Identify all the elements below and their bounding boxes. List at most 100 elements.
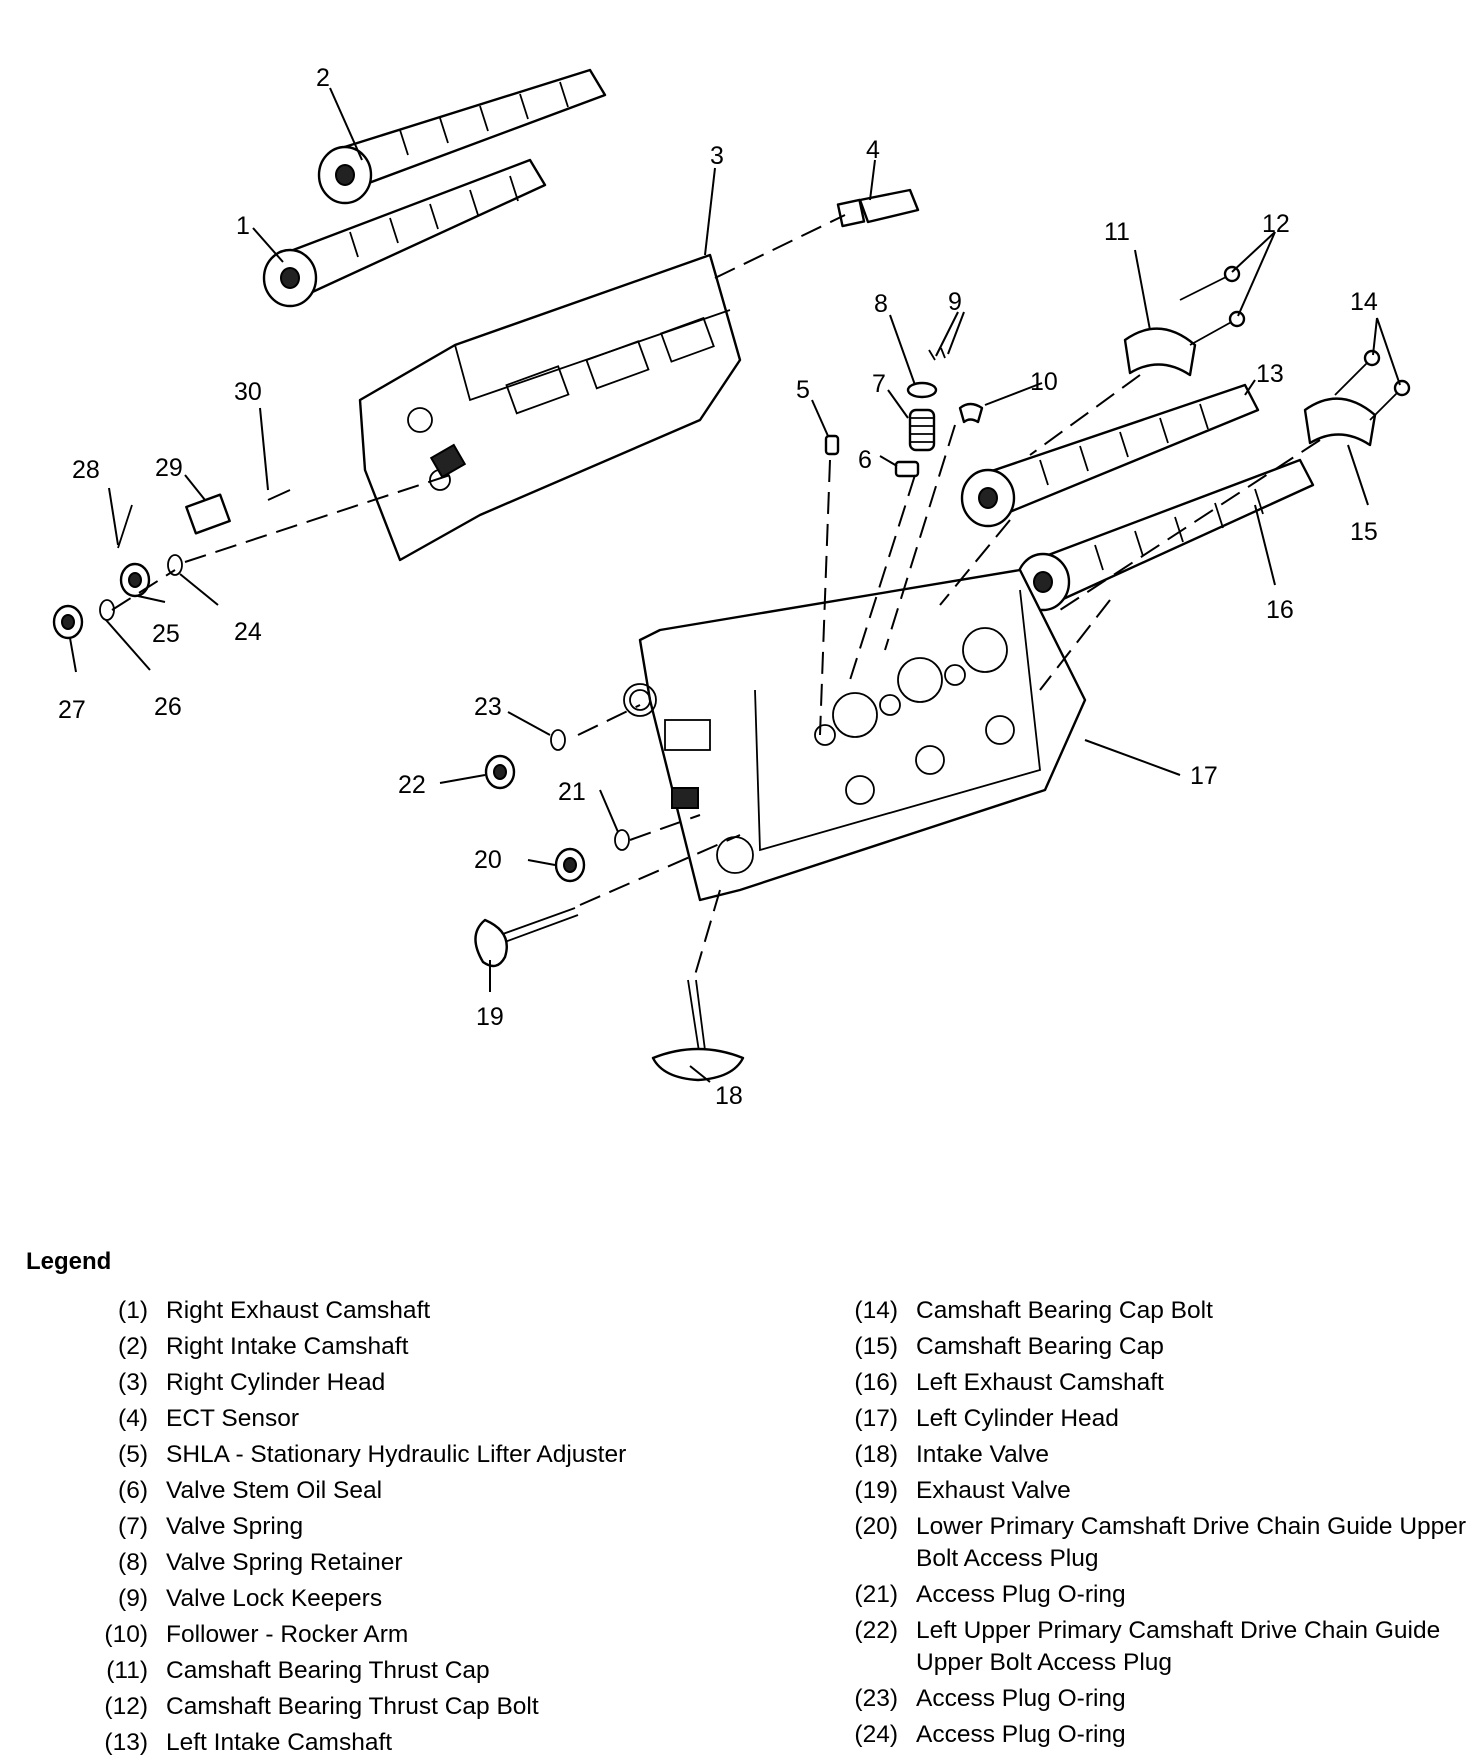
- legend-item-number: (6): [118, 1477, 148, 1504]
- callout-28: 28: [72, 456, 100, 484]
- callout-15: 15: [1350, 518, 1378, 546]
- legend-item-label: Camshaft Bearing Thrust Cap Bolt: [166, 1693, 539, 1720]
- legend-item-number: (15): [854, 1333, 898, 1360]
- callout-17: 17: [1190, 762, 1218, 790]
- legend-item: (22) Left Upper Primary Camshaft Drive Ch…: [820, 1615, 1470, 1679]
- callout-2: 2: [316, 64, 330, 92]
- legend-item: (2)Right Intake Camshaft: [70, 1331, 770, 1363]
- legend-column-right: (14) Camshaft Bearing Cap Bolt (15) Camsha…: [820, 1295, 1470, 1755]
- callout-1: 1: [236, 212, 250, 240]
- camshaft-bearing-thrust-cap: [1123, 327, 1197, 377]
- legend-item-label: Access Plug O-ring: [916, 1685, 1126, 1712]
- legend-column-left: (1) Right Exhaust Camshaft (2)Right Intak…: [70, 1295, 770, 1763]
- legend-item-number: (22): [854, 1617, 898, 1644]
- legend-item-number: (13): [104, 1729, 148, 1756]
- legend-item-label: Camshaft Bearing Cap: [916, 1333, 1164, 1360]
- legend-item: (20)Lower Primary Camshaft Drive Chain G…: [820, 1511, 1470, 1575]
- callout-11: 11: [1104, 218, 1130, 246]
- callout-12: 12: [1262, 210, 1290, 238]
- right-head-hardware: [117, 489, 291, 549]
- left-intake-camshaft: [960, 383, 1260, 528]
- legend-item: (13) Left Intake Camshaft: [70, 1727, 770, 1759]
- legend-item: (14) Camshaft Bearing Cap Bolt: [820, 1295, 1470, 1327]
- callout-25: 25: [152, 620, 180, 648]
- access-plugs: [52, 562, 586, 883]
- legend-item-number: (3): [118, 1369, 148, 1396]
- legend-item: (18) Intake Valve: [820, 1439, 1470, 1471]
- legend-item-number: (23): [854, 1685, 898, 1712]
- legend-item: (9) Valve Lock Keepers: [70, 1583, 770, 1615]
- legend-item-number: (11): [106, 1657, 148, 1684]
- legend-item-number: (16): [854, 1369, 898, 1396]
- callout-13: 13: [1256, 360, 1284, 388]
- legend-item-label: Camshaft Bearing Cap Bolt: [916, 1297, 1213, 1324]
- legend-item-number: (14): [854, 1297, 898, 1324]
- exhaust-valve: [474, 907, 579, 968]
- legend-item-number: (20): [854, 1513, 898, 1540]
- ect-sensor: [836, 188, 920, 228]
- legend-item-number: (19): [854, 1477, 898, 1504]
- legend-item-label: Left Intake Camshaft: [166, 1729, 393, 1756]
- legend-item: (1) Right Exhaust Camshaft: [70, 1295, 770, 1327]
- callout-26: 26: [154, 693, 182, 721]
- legend-item-number: (10): [104, 1621, 148, 1648]
- callout-18: 18: [715, 1082, 743, 1110]
- legend-item-label: Left Exhaust Camshaft: [916, 1369, 1164, 1396]
- legend-item-label: Right Cylinder Head: [166, 1369, 386, 1396]
- legend-item-label: Left Cylinder Head: [916, 1405, 1119, 1432]
- legend-item-number: (17): [854, 1405, 898, 1432]
- callout-4: 4: [866, 136, 880, 164]
- legend-item: (7) Valve Spring: [70, 1511, 770, 1543]
- legend-item-label: Exhaust Valve: [916, 1477, 1071, 1504]
- legend-item: (17) Left Cylinder Head: [820, 1403, 1470, 1435]
- legend-item-label: ECT Sensor: [166, 1405, 299, 1432]
- callout-6: 6: [858, 446, 872, 474]
- legend-item-number: (9): [118, 1585, 148, 1612]
- legend-item-label: Right Exhaust Camshaft: [166, 1297, 431, 1324]
- callout-9: 9: [948, 288, 962, 316]
- legend-item: (23) Access Plug O-ring: [820, 1683, 1470, 1715]
- legend-item: (5)SHLA - Stationary Hydraulic Lifter Ad…: [70, 1439, 770, 1471]
- callout-19: 19: [476, 1003, 504, 1031]
- callout-5: 5: [796, 376, 810, 404]
- callout-10: 10: [1030, 368, 1058, 396]
- right-exhaust-camshaft: [262, 158, 547, 308]
- legend-title: Legend: [26, 1248, 112, 1275]
- callout-14: 14: [1350, 288, 1378, 316]
- legend-item: (8)Valve Spring Retainer: [70, 1547, 770, 1579]
- callout-30: 30: [234, 378, 262, 406]
- callout-numbers: 1 2 3 4 5 6 7 8 9 10 11 12 13 14 15 16 1…: [58, 64, 1378, 1110]
- left-cylinder-head: [623, 568, 1087, 902]
- callout-16: 16: [1266, 596, 1294, 624]
- legend-item: (4)ECT Sensor: [70, 1403, 770, 1435]
- right-intake-camshaft: [317, 68, 607, 205]
- callout-22: 22: [398, 771, 426, 799]
- legend-item-number: (21): [854, 1581, 898, 1608]
- bearing-cap-bolts: [1334, 349, 1411, 421]
- legend-item: (3) Right Cylinder Head: [70, 1367, 770, 1399]
- legend-item-label: Follower - Rocker Arm: [166, 1621, 409, 1648]
- legend-item-label: Left Upper Primary Camshaft Drive Chain …: [916, 1617, 1441, 1676]
- callout-24: 24: [234, 618, 262, 646]
- legend-item-number: (24): [854, 1721, 898, 1748]
- o-rings: [99, 554, 630, 851]
- legend-item-label: Access Plug O-ring: [916, 1721, 1126, 1748]
- legend-item-number: (1): [118, 1297, 148, 1324]
- callout-20: 20: [474, 846, 502, 874]
- legend-item-label: Access Plug O-ring: [916, 1581, 1126, 1608]
- legend-item-label: Valve Spring: [166, 1513, 304, 1540]
- legend-item-number: (7): [118, 1513, 148, 1540]
- legend-item-label: Valve Spring Retainer: [166, 1549, 403, 1576]
- legend-item-label: Right Intake Camshaft: [166, 1333, 409, 1360]
- legend-item-label: Intake Valve: [916, 1441, 1050, 1468]
- legend-item: (16) Left Exhaust Camshaft: [820, 1367, 1470, 1399]
- legend-item-number: (12): [104, 1693, 148, 1720]
- legend-item-label: Valve Stem Oil Seal: [166, 1477, 383, 1504]
- legend-item-label: Camshaft Bearing Thrust Cap: [166, 1657, 490, 1684]
- callout-7: 7: [872, 370, 886, 398]
- right-cylinder-head: [358, 253, 742, 562]
- legend-item-label: Valve Lock Keepers: [166, 1585, 383, 1612]
- legend-item: (19) Exhaust Valve: [820, 1475, 1470, 1507]
- legend-item-number: (18): [854, 1441, 898, 1468]
- legend-item-label: SHLA - Stationary Hydraulic Lifter Adjus…: [166, 1441, 627, 1468]
